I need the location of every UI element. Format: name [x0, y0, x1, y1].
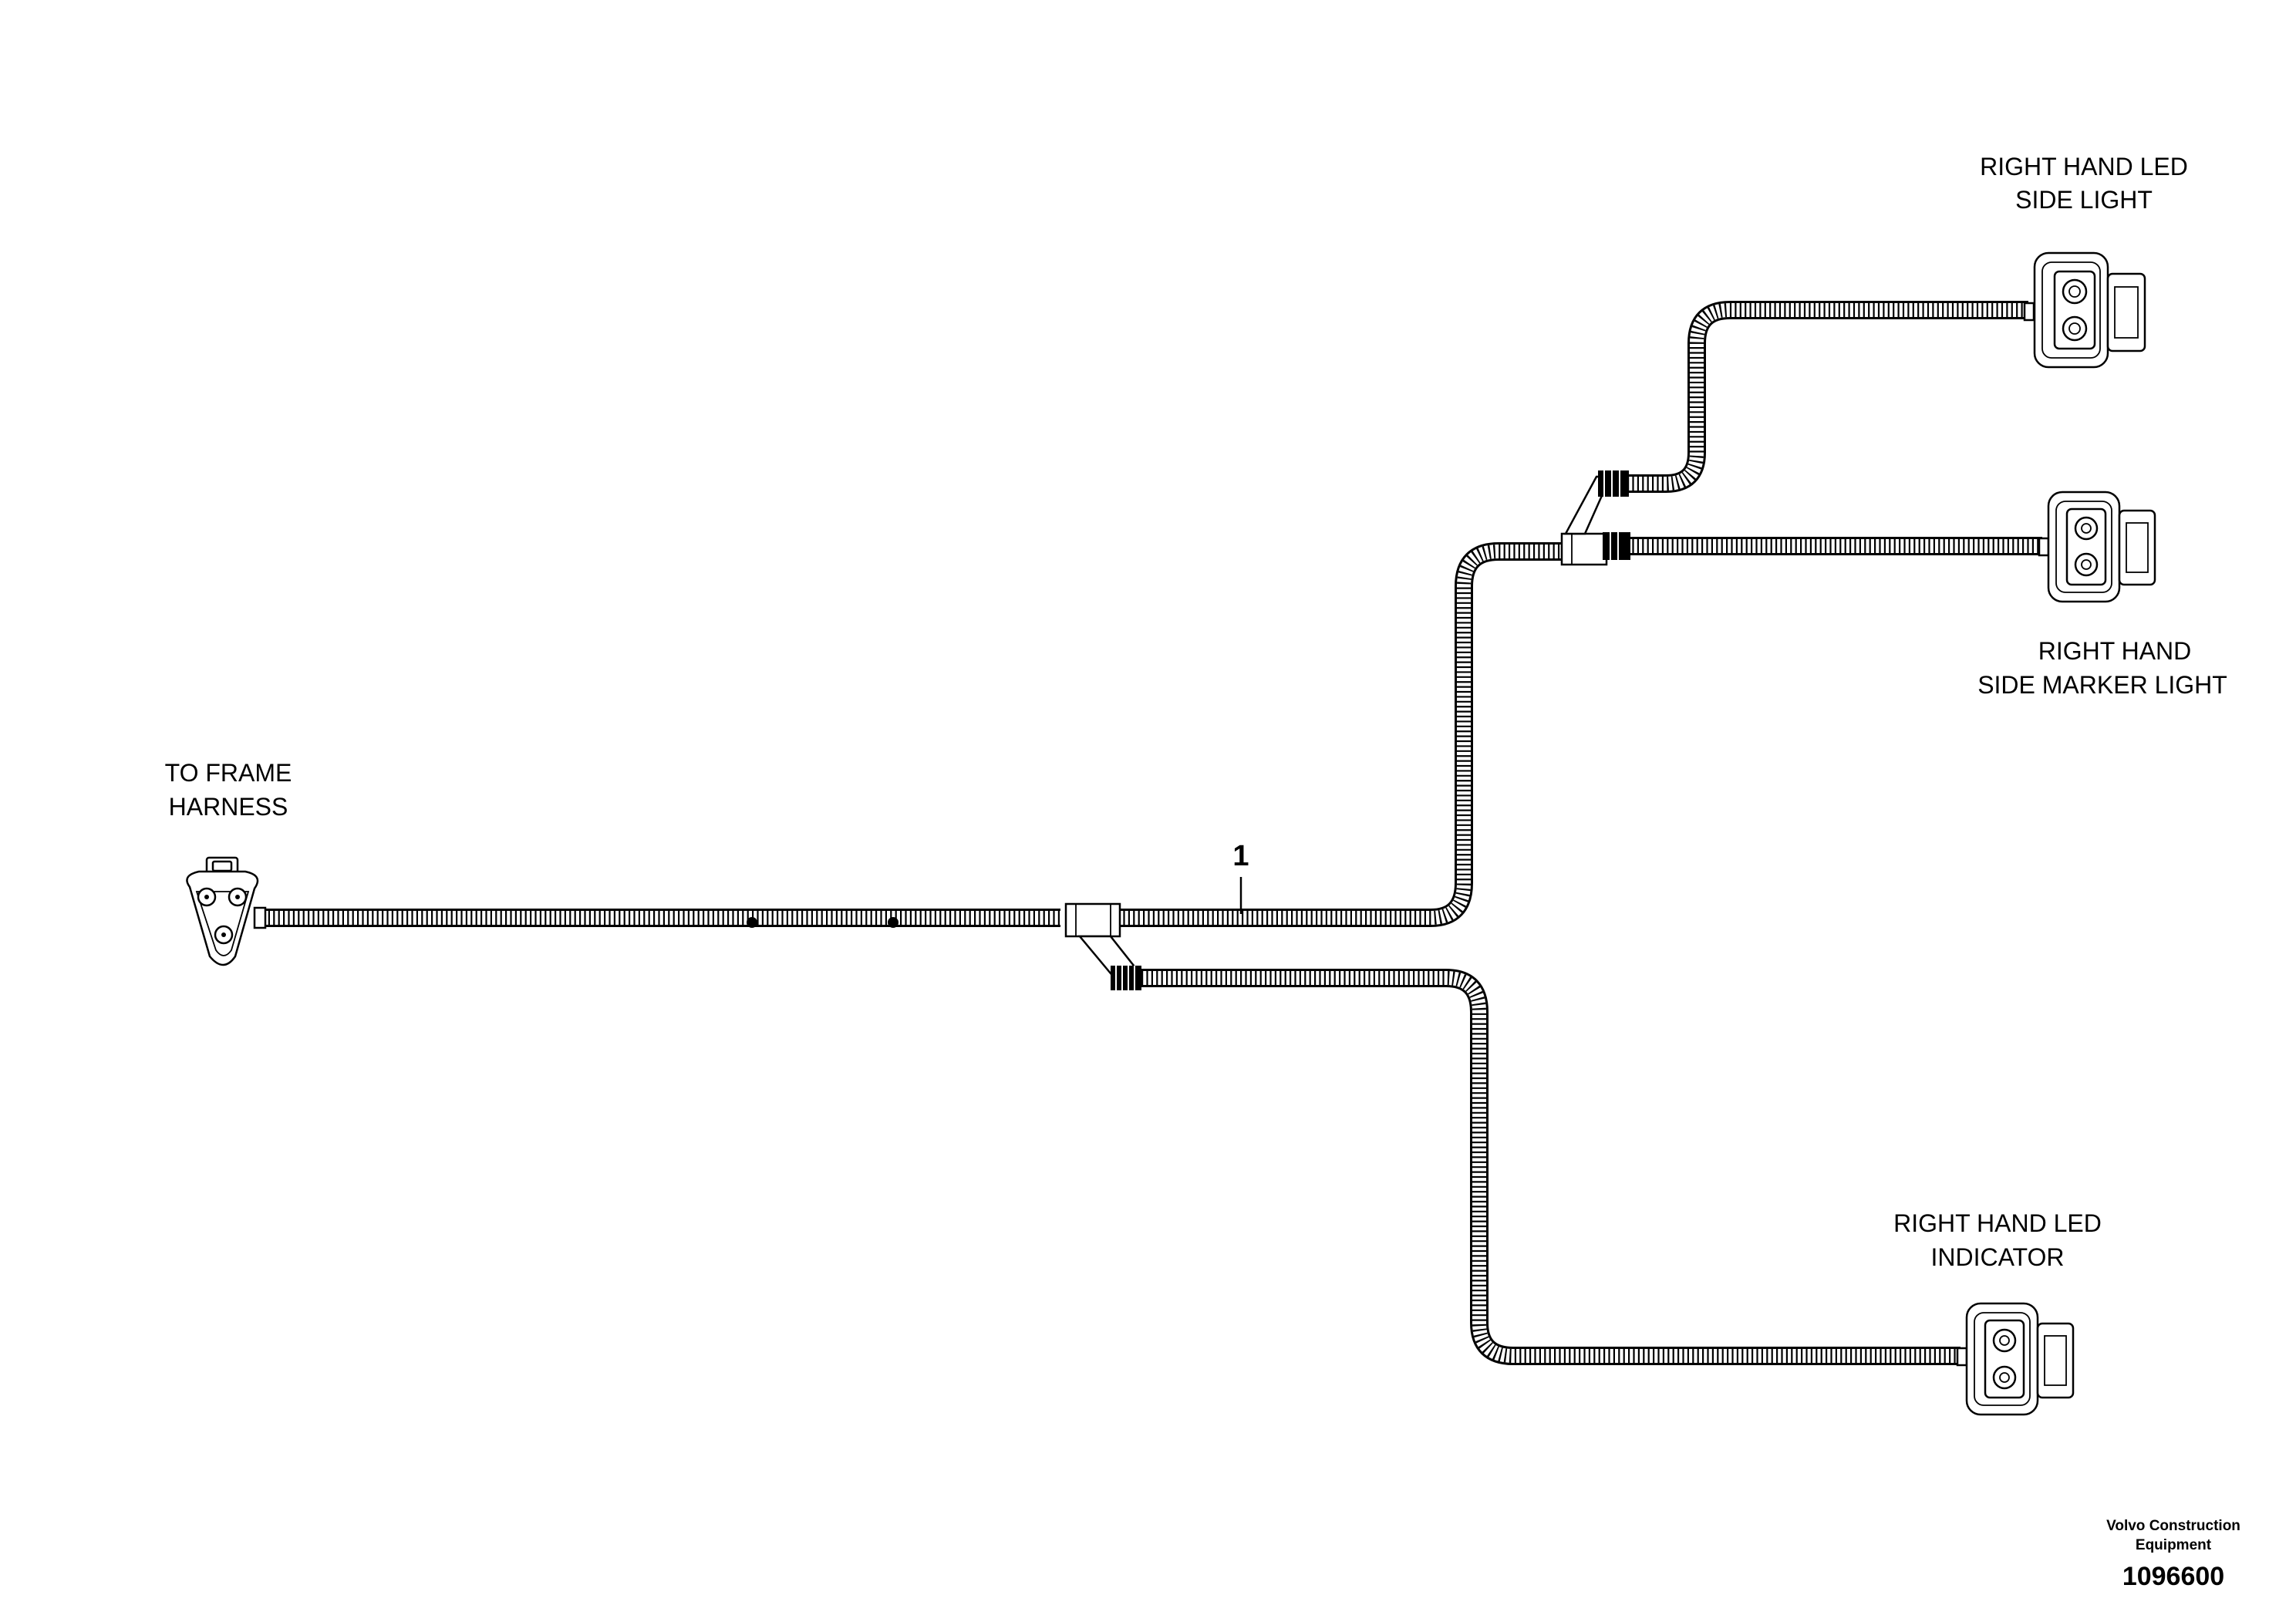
svg-text:TO FRAME: TO FRAME — [165, 759, 292, 787]
conduit-upper-branch — [1118, 542, 1562, 927]
indicator-connector — [1956, 1302, 2075, 1416]
conduit-indicator — [1141, 969, 1961, 1365]
svg-text:INDICATOR: INDICATOR — [1930, 1243, 2064, 1271]
footer-block: Volvo Construction Equipment 1096600 — [2106, 1518, 2240, 1591]
conduit-side-light — [1627, 301, 2028, 493]
harness-conduits — [258, 301, 2042, 1365]
junction-sleeve — [1603, 532, 1630, 560]
svg-text:HARNESS: HARNESS — [169, 793, 288, 821]
junction-sleeve — [1598, 470, 1629, 497]
svg-text:RIGHT HAND LED: RIGHT HAND LED — [1980, 153, 2188, 180]
junction-main — [1064, 902, 1141, 990]
junction-upper — [1560, 470, 1630, 566]
svg-text:RIGHT HAND: RIGHT HAND — [2038, 637, 2192, 665]
company-name: Equipment — [2136, 1537, 2212, 1553]
label-side-marker-light: RIGHT HAND SIDE MARKER LIGHT — [1977, 637, 2227, 699]
svg-text:RIGHT HAND LED: RIGHT HAND LED — [1893, 1209, 2102, 1237]
side-light-connector — [2023, 251, 2146, 369]
callout-item-1: 1 — [1232, 840, 1249, 914]
document-number: 1096600 — [2122, 1562, 2224, 1591]
side-marker-light-connector — [2038, 491, 2156, 603]
label-side-light: RIGHT HAND LED SIDE LIGHT — [1980, 153, 2188, 214]
clip-dot — [747, 917, 757, 928]
callout-number: 1 — [1232, 840, 1249, 872]
clip-dot — [888, 917, 899, 928]
frame-harness-connector — [186, 856, 267, 966]
label-frame-harness: TO FRAME HARNESS — [165, 759, 292, 821]
company-name: Volvo Construction — [2106, 1518, 2240, 1534]
svg-text:SIDE MARKER LIGHT: SIDE MARKER LIGHT — [1977, 671, 2227, 699]
label-indicator: RIGHT HAND LED INDICATOR — [1893, 1209, 2102, 1271]
svg-text:SIDE LIGHT: SIDE LIGHT — [2015, 186, 2153, 214]
